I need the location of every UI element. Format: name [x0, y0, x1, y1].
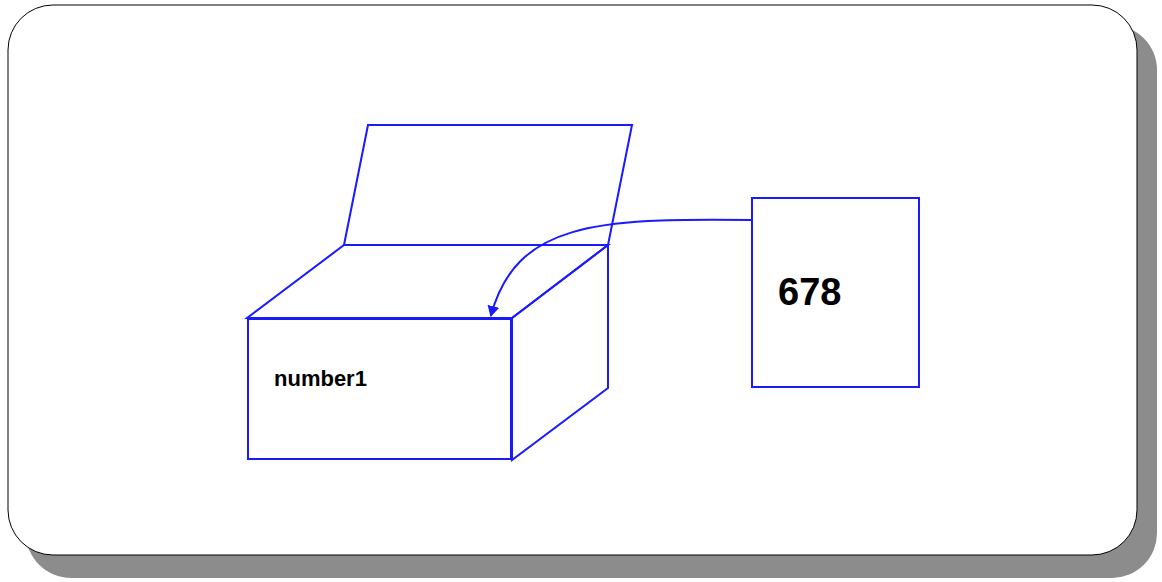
value-text: 678	[778, 271, 918, 314]
box-side	[512, 245, 608, 460]
box-front-face: number1	[247, 318, 512, 460]
variable-name: number1	[274, 366, 510, 392]
frame	[8, 5, 1137, 555]
assign-arrow	[491, 220, 751, 316]
value-card: 678	[751, 197, 920, 388]
box-lid	[344, 125, 632, 245]
box-top	[247, 245, 608, 318]
